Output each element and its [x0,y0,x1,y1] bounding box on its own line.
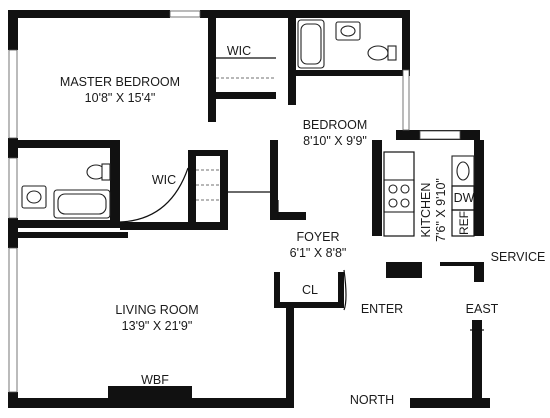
dw-label: DW [454,191,475,205]
bedroom-name: BEDROOM [303,118,368,132]
living-room-size: 13'9" X 21'9" [122,319,193,333]
east-label: EAST [466,302,499,316]
ref-label: REF [457,211,471,235]
foyer-name: FOYER [296,230,339,244]
wbf-label: WBF [141,373,169,387]
bath-fixtures-top [297,19,397,69]
walls [8,10,490,408]
bath-fixtures-mid [21,163,111,219]
living-room-name: LIVING ROOM [115,303,198,317]
stove [383,179,415,213]
service-label: SERVICE [491,250,546,264]
enter-label: ENTER [361,302,403,316]
toilet-top [367,45,389,61]
windows [8,10,461,393]
foyer-size: 6'1" X 8'8" [290,246,347,260]
bedroom-size: 8'10" X 9'9" [303,134,367,148]
master-bedroom-size: 10'8" X 15'4" [85,91,156,105]
north-label: NORTH [350,393,394,407]
room-labels: MASTER BEDROOM 10'8" X 15'4" WIC BEDROOM… [60,44,545,407]
kitchen-size: 7'6" X 9'10" [434,178,448,242]
kitchen-fixtures [383,151,475,237]
closet-label: CL [302,283,318,297]
wic-mid-name: WIC [152,173,176,187]
doors [119,57,484,331]
master-bedroom-name: MASTER BEDROOM [60,75,180,89]
wic-top-name: WIC [227,44,251,58]
kitchen-name: KITCHEN [419,183,433,238]
